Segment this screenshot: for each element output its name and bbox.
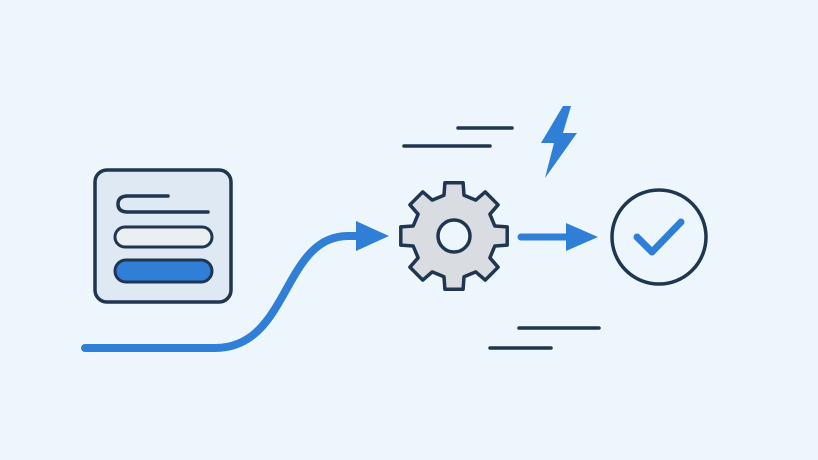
form-submit-bar [113,258,214,284]
flow-arrow-icon [81,221,389,352]
check-mark [633,218,685,256]
gear-shape [399,181,509,291]
speed-lines-bottom [488,326,601,350]
speed-lines-top [402,126,514,148]
arrow-right-icon [517,223,598,251]
form-title-line [116,194,210,214]
form-icon [93,168,233,304]
gear-icon [399,181,509,291]
form-field [113,225,214,249]
flow-curve [81,232,360,352]
flow-arrowhead [356,221,389,251]
lightning-icon [541,106,577,178]
check-circle-icon [610,188,708,286]
check-ring [610,188,708,286]
arrow-head [566,223,598,251]
